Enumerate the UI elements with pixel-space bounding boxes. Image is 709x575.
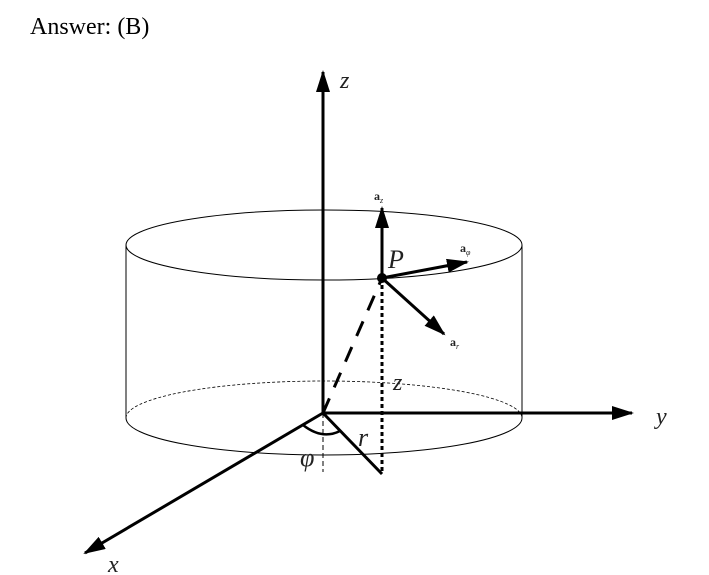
x-axis [83, 411, 324, 555]
z-axis-label: z [339, 68, 350, 94]
cylinder-bottom-front [125, 417, 523, 456]
unit-vector-aphi [381, 258, 469, 280]
radius-line [321, 411, 384, 476]
y-axis-label: y [654, 404, 667, 430]
phi-angle-arc [302, 424, 341, 436]
r-label: r [358, 423, 369, 452]
phi-label: φ [300, 443, 314, 472]
answer-text: Answer: (B) [30, 14, 150, 40]
x-axis-label: x [107, 552, 119, 575]
ar-label: ar [450, 335, 460, 351]
az-label: az [374, 189, 384, 205]
point-p-label: P [387, 245, 404, 274]
aphi-label: aφ [460, 241, 471, 257]
position-dashed-line [321, 277, 384, 414]
height-z-label: z [392, 370, 403, 396]
unit-vector-ar [380, 276, 446, 336]
